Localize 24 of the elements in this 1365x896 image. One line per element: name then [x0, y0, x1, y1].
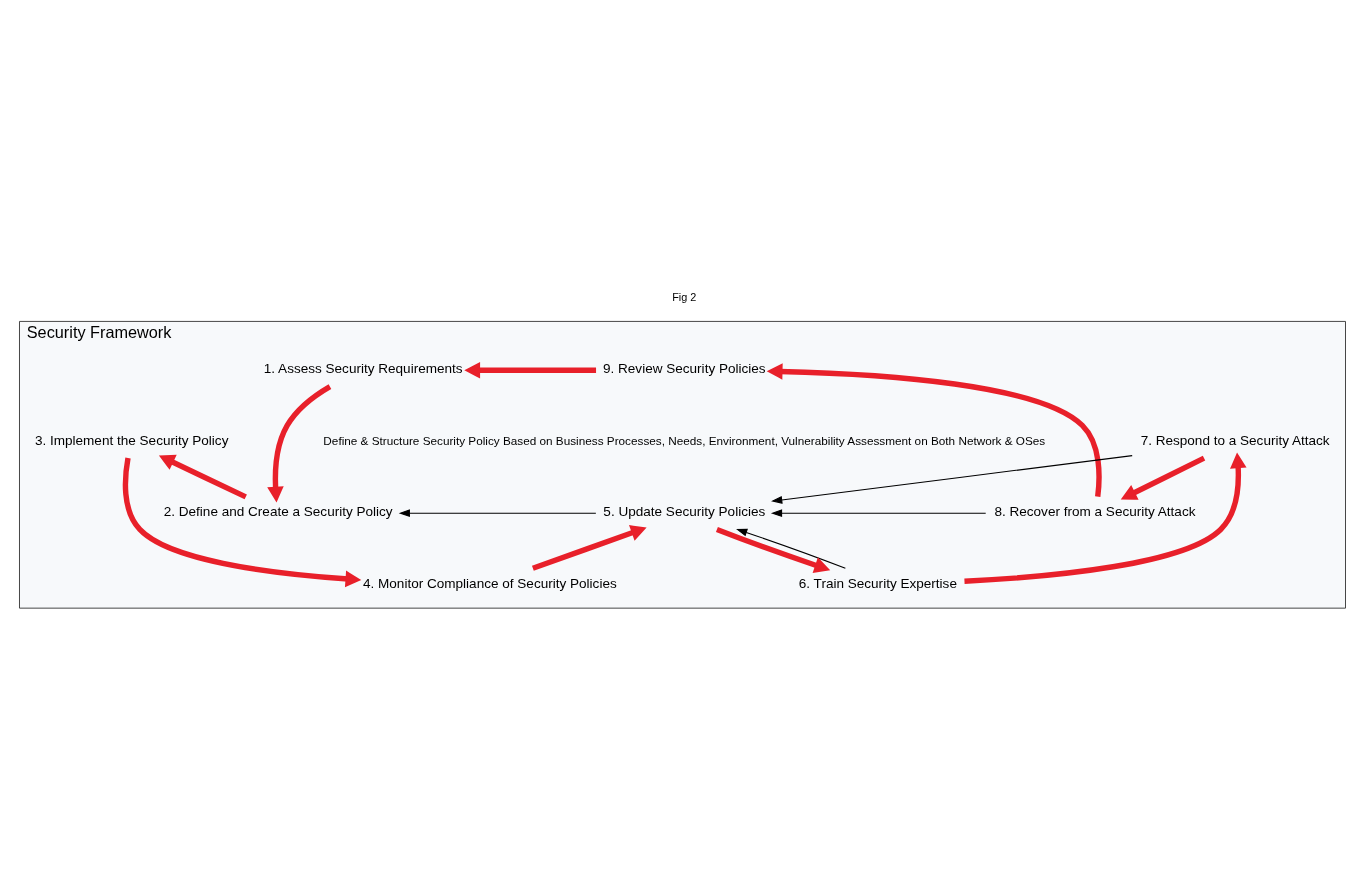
arrow: [122, 457, 362, 587]
arrow: [1120, 455, 1206, 500]
arrow: [531, 524, 647, 571]
arrow: [715, 526, 831, 573]
node-text: 7. Respond to a Security Attack: [1140, 432, 1330, 448]
node-text: 1. Assess Security Requirements: [263, 360, 463, 376]
node-text: 6. Train Security Expertise: [798, 575, 957, 591]
arrow: [770, 508, 987, 517]
arrow: [158, 454, 247, 499]
arrow: [464, 361, 597, 379]
node-text: 2. Define and Create a Security Policy: [163, 503, 393, 519]
node-text: 8. Recover from a Security Attack: [994, 503, 1196, 519]
arrow: [771, 454, 1133, 504]
node-text: 5. Update Security Policies: [603, 503, 766, 519]
label: Fig 2: [672, 290, 697, 303]
arrow: [964, 451, 1247, 584]
arrow: [398, 508, 597, 517]
arrow: [736, 528, 846, 569]
node-text: 3. Implement the Security Policy: [34, 432, 229, 448]
arrow: [766, 362, 1102, 497]
node-text: 4. Monitor Compliance of Security Policies: [362, 575, 617, 591]
label: Define & Structure Security Policy Based on Business Processes, Needs, Environment, Vulnerability Assessment on Both Network & OSes: [323, 433, 1046, 447]
arrow: [267, 383, 332, 502]
node-text: 9. Review Security Policies: [603, 360, 766, 376]
